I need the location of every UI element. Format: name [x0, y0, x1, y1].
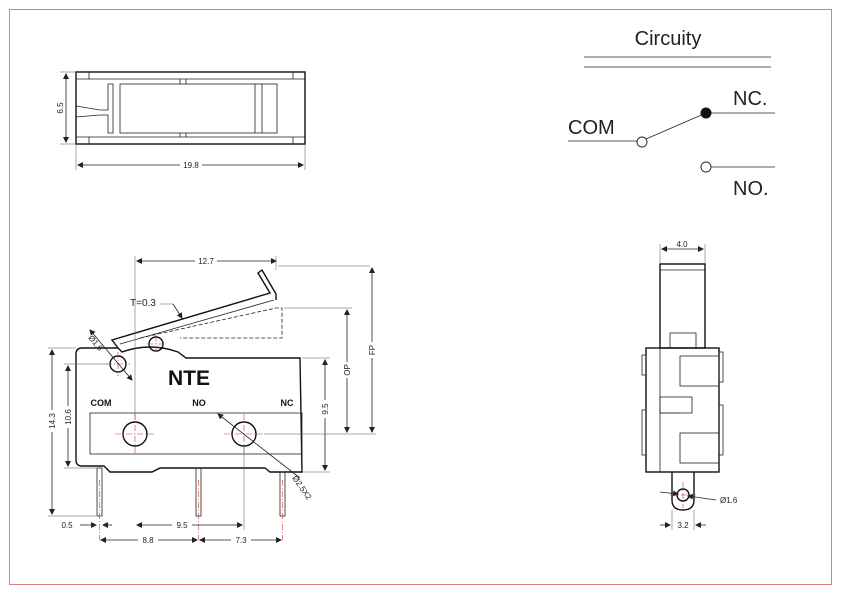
hole-pitch-dim: 9.5 — [176, 521, 188, 530]
side-body — [645, 347, 720, 473]
top-body-outline — [75, 71, 306, 145]
circuit-diagram: Circuity COM NC. NO. — [568, 28, 775, 200]
no-terminal — [700, 161, 712, 173]
thickness-dim: T=0.3 — [130, 298, 156, 309]
drawing-border — [9, 9, 832, 585]
mount-hole-dim: Ø2.5X2 — [290, 474, 313, 502]
pivot-dia-dim: Ø1.6 — [86, 334, 104, 353]
top-width-dim: 19.8 — [183, 161, 199, 170]
top-height-dim: 6.5 — [56, 102, 65, 114]
side-tab-dim: 3.2 — [677, 521, 689, 530]
front-body-outline — [75, 346, 303, 473]
overall-height-dim: 14.3 — [48, 413, 57, 429]
side-hole-dim: Ø1.6 — [720, 496, 738, 505]
body-height-dim: 10.6 — [64, 409, 73, 425]
brand-logo: NTE — [168, 367, 210, 390]
circuit-com-label: COM — [568, 117, 615, 139]
side-tab — [671, 472, 695, 511]
mount-height-dim: 9.5 — [321, 403, 330, 415]
circuit-title: Circuity — [635, 28, 702, 50]
circuit-no-label: NO. — [733, 178, 769, 200]
front-view: NTE COM NO NC 12.7 T=0.3 Ø1.6 14.3 — [46, 255, 377, 545]
side-plunger — [659, 263, 706, 349]
pin-nc-label: NC — [281, 398, 294, 408]
switch-lever — [645, 112, 707, 140]
circuit-nc-label: NC. — [733, 88, 767, 110]
free-position-dim: FP — [368, 345, 377, 355]
pin-com-label: COM — [91, 398, 112, 408]
side-view: 4.0 Ø1.6 3.2 — [641, 240, 738, 530]
operating-position-dim: OP — [343, 364, 352, 376]
pin-no-label: NO — [192, 398, 206, 408]
com-no-pitch-dim: 8.8 — [142, 536, 154, 545]
top-view: 6.5 19.8 — [56, 71, 306, 170]
lever-pressed-position — [139, 307, 283, 339]
nc-contact — [700, 107, 712, 119]
side-width-dim: 4.0 — [676, 240, 688, 249]
pin-width-dim: 0.5 — [61, 521, 73, 530]
com-terminal — [636, 136, 648, 148]
no-nc-pitch-dim: 7.3 — [235, 536, 247, 545]
actuator-lever — [110, 268, 277, 349]
lever-span-dim: 12.7 — [198, 257, 214, 266]
